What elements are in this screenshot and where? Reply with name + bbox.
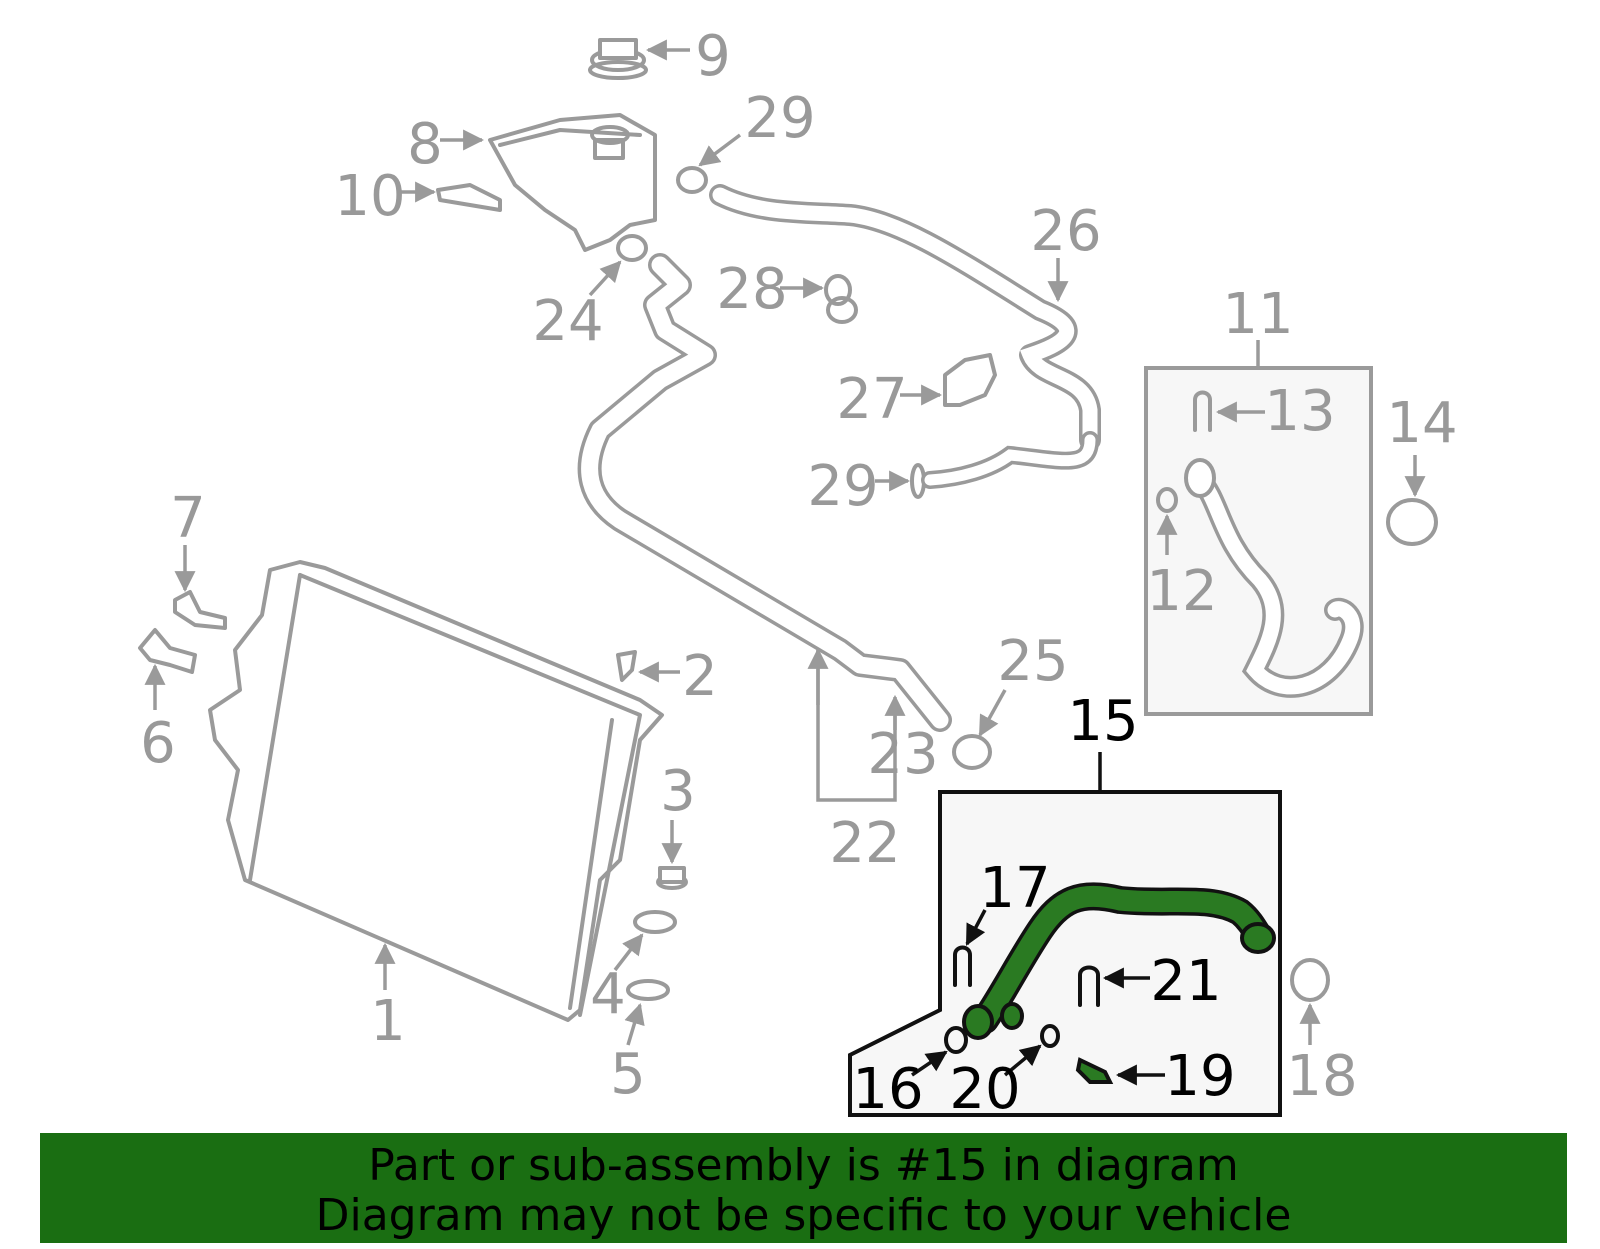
part-11-hose-assembly [1184,458,1364,698]
label-24: 24 [532,289,603,354]
part-8-expansion-tank [488,113,657,252]
label-28: 28 [716,257,787,322]
label-27: 27 [836,367,907,432]
label-25: 25 [997,629,1068,694]
label-22: 22 [829,811,900,876]
label-17: 17 [979,856,1050,921]
label-23: 23 [867,722,938,787]
part-19-sensor [1075,1057,1114,1084]
part-24-clamp [616,234,648,262]
part-15-box [848,790,1282,1117]
label-1: 1 [370,989,406,1054]
part-21-clip [1078,965,1100,1007]
banner-line-2: Diagram may not be specific to your vehi… [315,1190,1292,1241]
part-20-oring [1040,1024,1060,1048]
part-18-clamp [1290,958,1330,1002]
part-2-clip [616,650,637,682]
label-4: 4 [590,962,626,1027]
part-28-clip [824,274,858,324]
part-7-bracket [173,590,227,630]
label-11: 11 [1222,282,1293,347]
label-3: 3 [660,759,696,824]
part-6-bracket [138,628,197,674]
label-7: 7 [170,486,206,551]
label-13: 13 [1264,379,1335,444]
part-4-washer [633,910,677,934]
info-banner: Part or sub-assembly is #15 in diagram D… [40,1133,1567,1243]
label-21: 21 [1150,949,1221,1014]
label-6: 6 [140,711,176,776]
part-29-clamp-upper [676,166,708,194]
label-5: 5 [610,1042,646,1107]
part-25-clamp [952,734,992,770]
part-3-grommet [656,866,688,890]
label-14: 14 [1386,391,1457,456]
label-26: 26 [1030,199,1101,264]
banner-line-1: Part or sub-assembly is #15 in diagram [368,1140,1239,1191]
label-12: 12 [1146,559,1217,624]
label-29-lower: 29 [807,454,878,519]
part-13-clip [1193,390,1212,432]
label-18: 18 [1286,1044,1357,1109]
part-12-oring [1156,487,1178,513]
part-22-hose [577,253,952,732]
part-9-cap [588,38,648,80]
part-1-radiator [208,560,664,1022]
label-29-upper: 29 [744,86,815,151]
part-10-bracket [436,183,502,212]
part-5-clip [626,979,670,1001]
part-27-bracket [943,353,997,407]
label-16: 16 [852,1057,923,1122]
part-16-oring [944,1026,968,1054]
label-10: 10 [334,164,405,229]
label-9: 9 [695,24,731,89]
part-14-clamp [1386,498,1438,546]
part-17-clip [953,945,972,987]
label-15: 15 [1067,689,1138,754]
label-8: 8 [407,112,443,177]
part-15-hose[interactable] [962,882,1276,1040]
label-20: 20 [949,1057,1020,1122]
label-19: 19 [1164,1044,1235,1109]
label-2: 2 [682,644,718,709]
